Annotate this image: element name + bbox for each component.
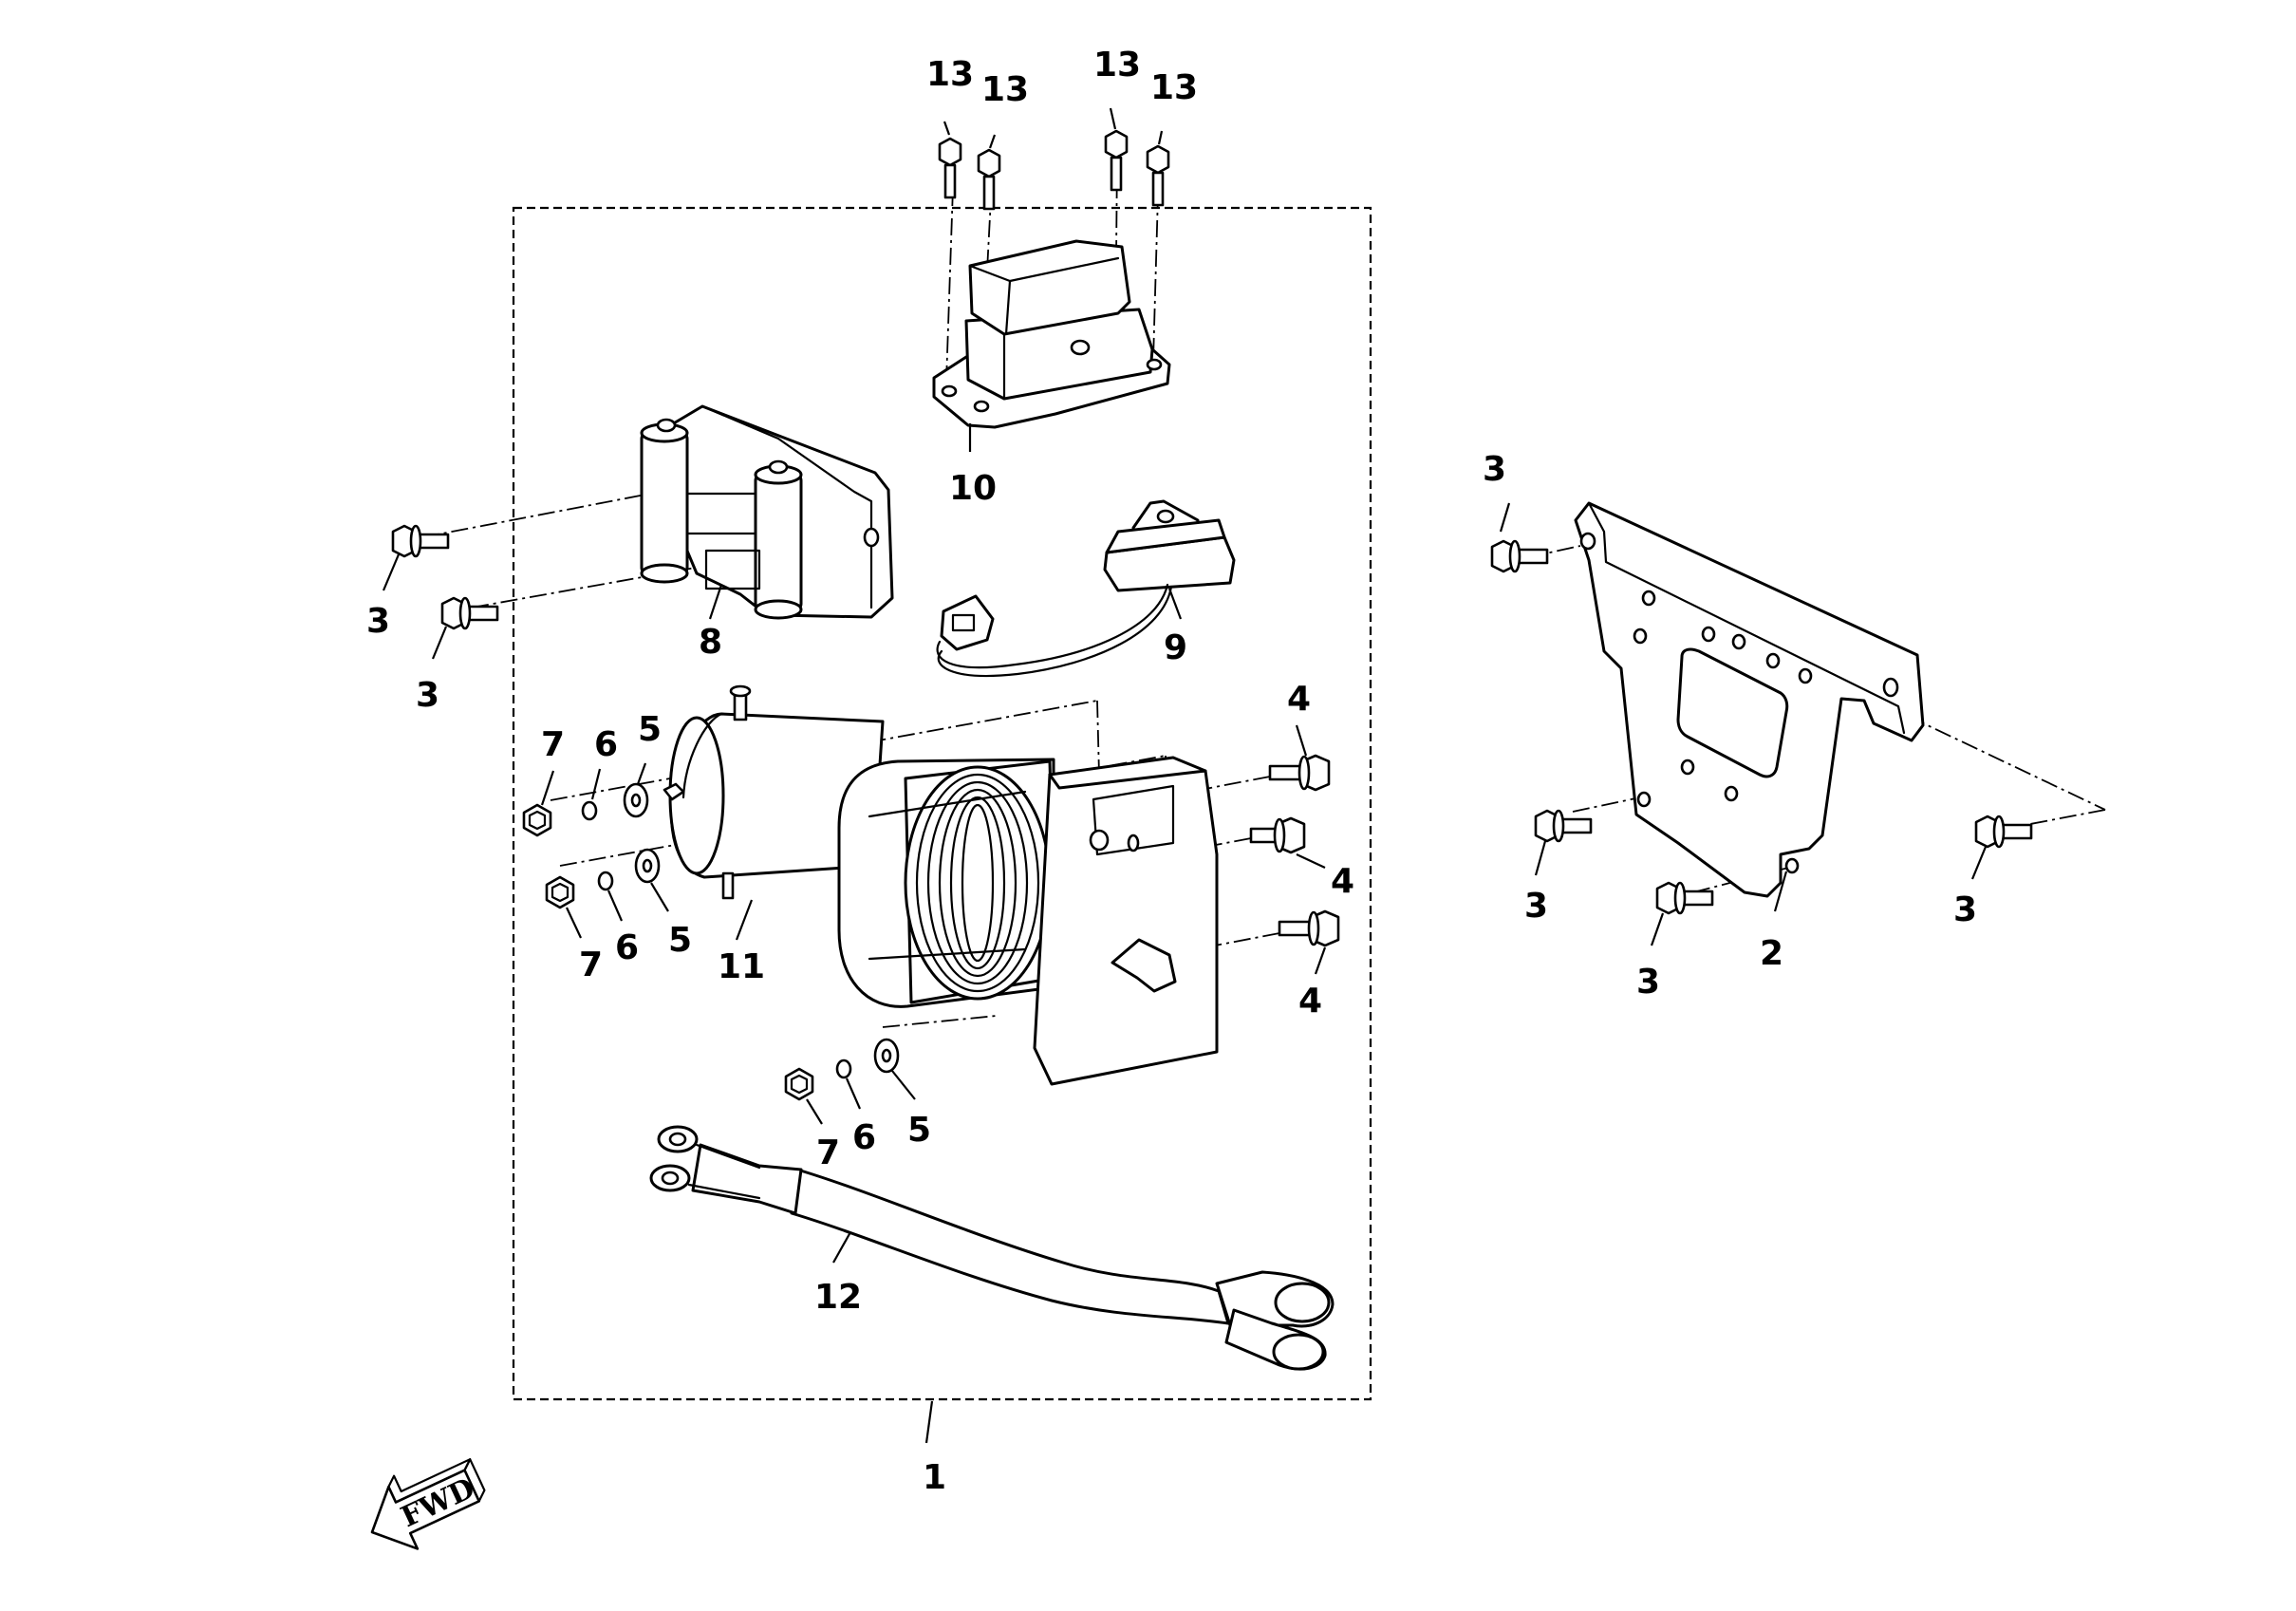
nut-7-b bbox=[545, 875, 575, 909]
callout-13-b: 13 bbox=[981, 70, 1029, 109]
callout-3-plate-right: 3 bbox=[1953, 890, 1977, 929]
callout-3-plate-left: 3 bbox=[1524, 887, 1548, 926]
callout-8: 8 bbox=[699, 623, 722, 662]
nut-7-a bbox=[522, 803, 552, 837]
callout-10: 10 bbox=[949, 469, 997, 508]
callout-2: 2 bbox=[1760, 934, 1783, 973]
callout-7-middle: 7 bbox=[579, 946, 603, 984]
alignment-lines bbox=[421, 151, 2106, 1028]
flange-bolt-3-a bbox=[391, 524, 450, 558]
lock-washer-6-a bbox=[581, 800, 598, 821]
callout-13-d: 13 bbox=[1150, 68, 1198, 107]
callout-labels: 1 2 3 3 3 3 3 3 4 4 4 5 5 5 6 6 6 7 7 7 … bbox=[366, 46, 1977, 1497]
callout-5-middle: 5 bbox=[668, 921, 692, 960]
callout-4-middle: 4 bbox=[1331, 862, 1354, 901]
winch-11 bbox=[663, 684, 1219, 1086]
callout-1: 1 bbox=[923, 1458, 946, 1497]
callout-6-lower: 6 bbox=[852, 1118, 876, 1157]
hex-bolt-4-a bbox=[1268, 754, 1331, 792]
flange-bolt-3-c bbox=[1490, 539, 1549, 573]
flange-bolt-3-f bbox=[1974, 815, 2033, 849]
nut-7-c bbox=[784, 1067, 814, 1101]
callout-5-lower: 5 bbox=[907, 1111, 931, 1150]
callout-7-upper: 7 bbox=[541, 725, 565, 764]
bolt-13-c bbox=[1104, 129, 1129, 192]
flange-bolt-3-b bbox=[440, 596, 499, 630]
callout-4-bottom: 4 bbox=[1298, 982, 1322, 1021]
winch-kit-frame bbox=[512, 206, 1372, 1401]
callout-13-a: 13 bbox=[926, 55, 974, 94]
lock-washer-6-c bbox=[835, 1058, 852, 1079]
remote-module-9 bbox=[936, 499, 1236, 678]
bolt-13-a bbox=[938, 137, 962, 199]
callout-5-upper: 5 bbox=[638, 710, 662, 749]
lock-washer-6-b bbox=[597, 871, 614, 891]
washer-5-b bbox=[634, 848, 661, 884]
bolt-13-d bbox=[1146, 144, 1170, 207]
callout-3-left-upper: 3 bbox=[366, 602, 390, 641]
flange-bolt-3-d bbox=[1534, 809, 1593, 843]
washer-5-a bbox=[623, 782, 649, 818]
callout-3-plate-top: 3 bbox=[1483, 450, 1506, 489]
hex-bolt-4-c bbox=[1278, 909, 1340, 947]
callout-12: 12 bbox=[814, 1278, 862, 1317]
callout-4-top: 4 bbox=[1287, 680, 1311, 719]
battery-cable-12 bbox=[649, 1125, 1335, 1371]
control-box-10 bbox=[932, 239, 1171, 429]
fwd-label: FWD bbox=[396, 1471, 479, 1534]
hex-bolt-4-b bbox=[1249, 816, 1306, 854]
mounting-plate-2 bbox=[1574, 501, 1925, 898]
flange-bolt-3-e bbox=[1655, 881, 1714, 915]
callout-3-plate-bottom: 3 bbox=[1636, 963, 1660, 1002]
callout-13-c: 13 bbox=[1093, 46, 1141, 84]
callout-7-lower: 7 bbox=[816, 1133, 840, 1172]
roller-fairlead-8 bbox=[640, 404, 894, 620]
forward-direction-arrow: FWD bbox=[370, 1458, 486, 1550]
washer-5-c bbox=[873, 1038, 900, 1074]
callout-6-upper: 6 bbox=[594, 725, 618, 764]
callout-11: 11 bbox=[718, 947, 765, 986]
bolt-13-b bbox=[977, 148, 1001, 211]
callout-3-left-lower: 3 bbox=[416, 676, 439, 715]
leader-lines bbox=[382, 107, 1988, 1444]
callout-9: 9 bbox=[1164, 628, 1187, 667]
callout-6-middle: 6 bbox=[615, 928, 639, 967]
